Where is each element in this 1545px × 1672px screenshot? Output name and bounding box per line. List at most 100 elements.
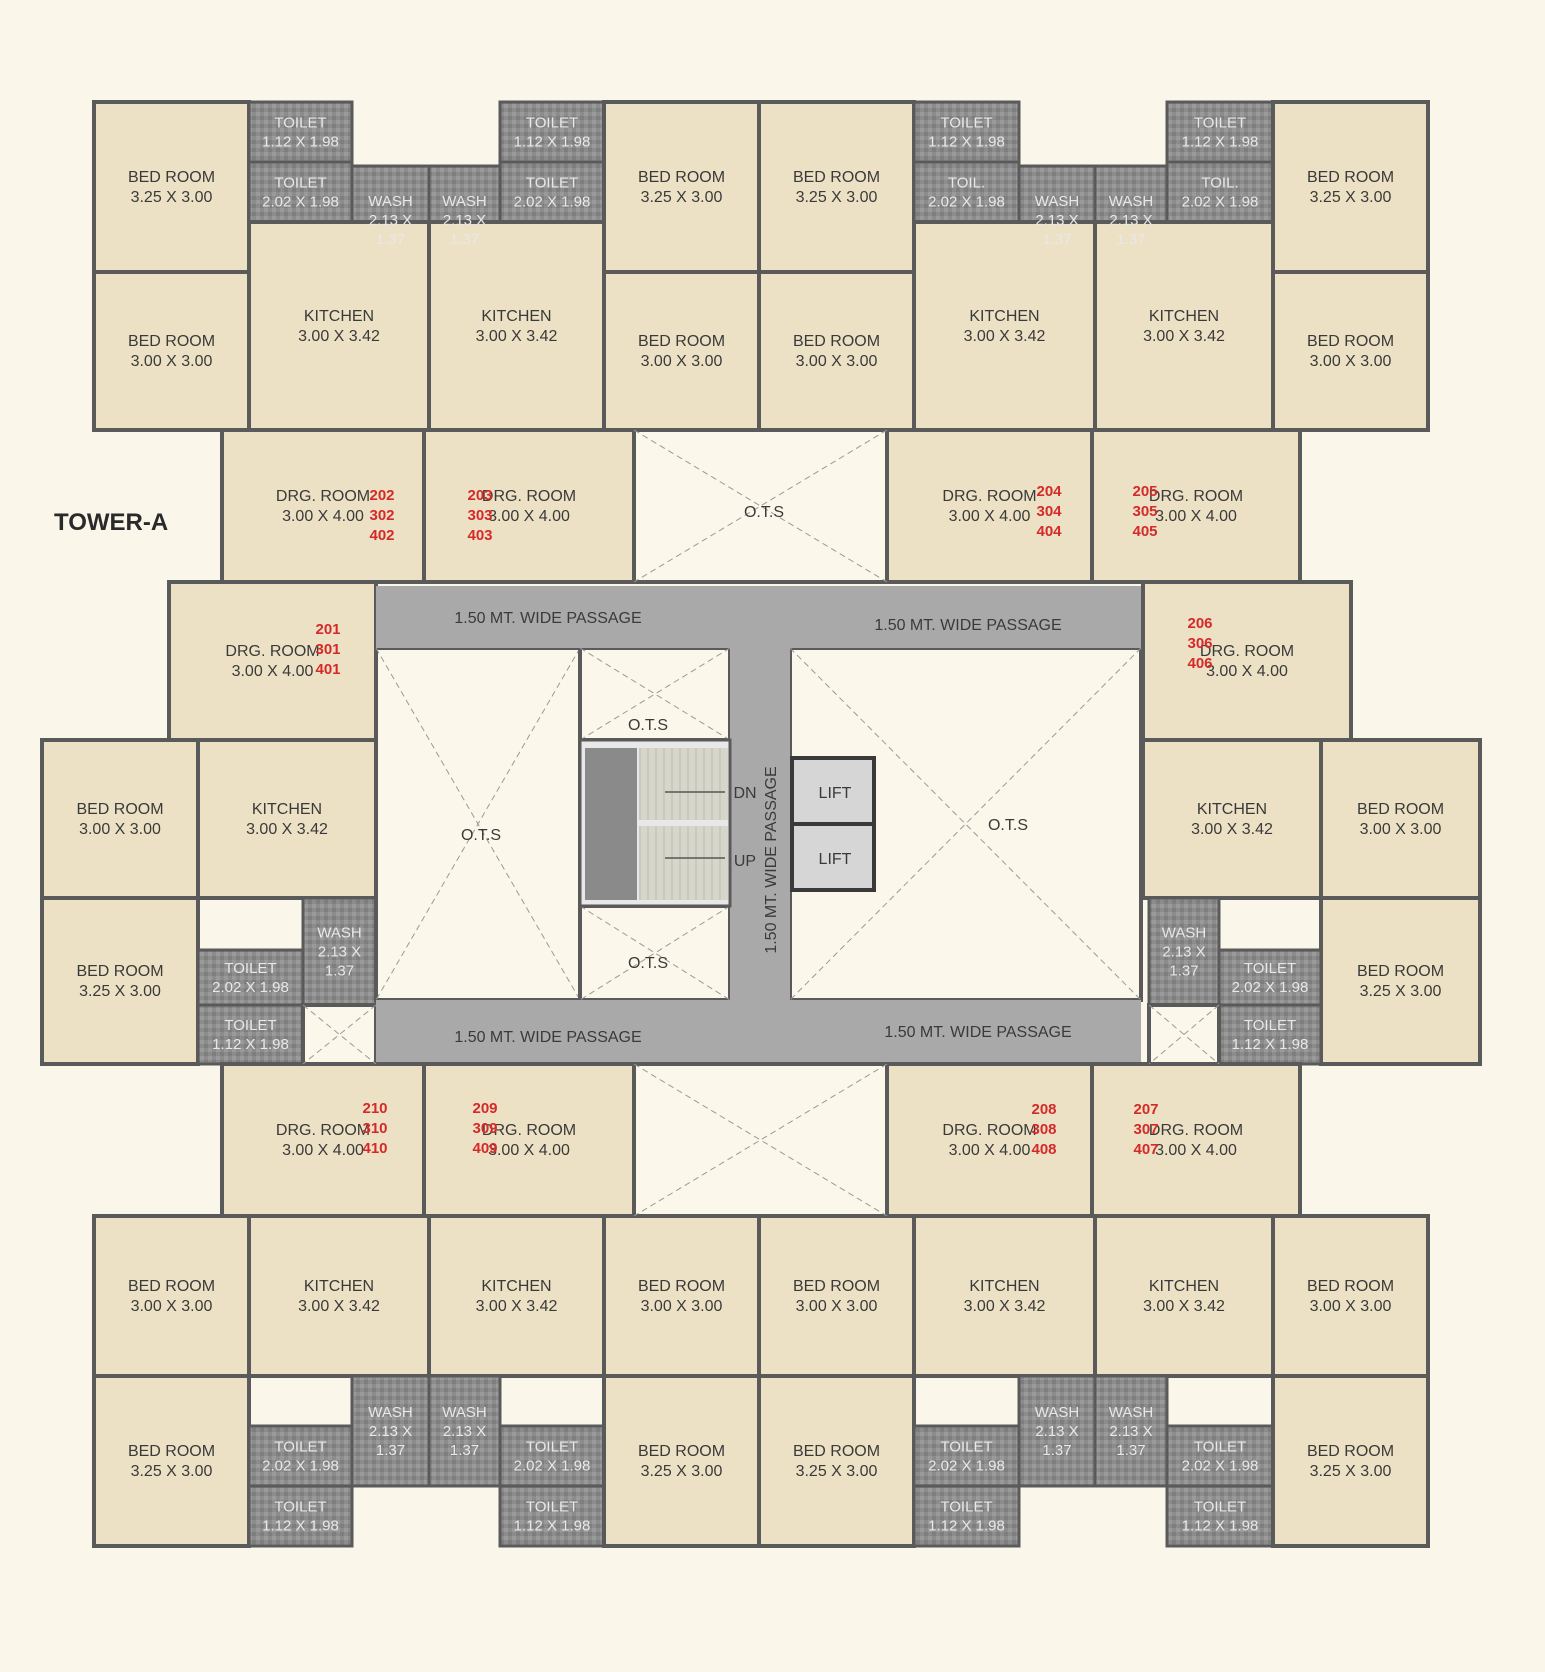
bed-b-room xyxy=(602,1214,761,1378)
ots-diagonal xyxy=(1148,1004,1220,1065)
toilet-s-label-line: 1.12 X 1.98 xyxy=(514,1518,591,1535)
bed-b-label-line: 3.00 X 3.00 xyxy=(131,353,213,370)
kitchen-label-line: KITCHEN xyxy=(481,1278,551,1295)
kitchen-label-line: 3.00 X 3.42 xyxy=(476,1298,558,1315)
bed-a-label-line: 3.25 X 3.00 xyxy=(131,189,213,206)
bed-a-room xyxy=(1319,896,1482,1066)
wash-label-line: 2.13 X xyxy=(1109,212,1152,229)
ots-label-line: O.T.S xyxy=(461,827,501,844)
wash-label-line: WASH xyxy=(1109,193,1153,210)
flat-number-line: 409 xyxy=(472,1140,497,1157)
drg-room xyxy=(885,428,1094,584)
lift-2 xyxy=(790,822,876,892)
drg-label-line: DRG. ROOM xyxy=(942,488,1036,505)
wash-room xyxy=(1017,1374,1097,1488)
kitchen-label-line: KITCHEN xyxy=(481,308,551,325)
kitchen-label: KITCHEN 3.00 X 3.42 xyxy=(476,1278,558,1315)
drg-label-line: 3.00 X 4.00 xyxy=(282,508,364,525)
passage-label-line: 1.50 MT. WIDE PASSAGE xyxy=(884,1024,1071,1041)
flat-number-line: 306 xyxy=(1187,635,1212,652)
drg-room xyxy=(885,1062,1094,1218)
flat-number-line: 310 xyxy=(362,1120,387,1137)
ots-diagonal xyxy=(633,429,888,583)
bed-b-label-line: BED ROOM xyxy=(1307,333,1394,350)
toilet-s-room xyxy=(1165,1484,1275,1548)
stair-dn-label-line: DN xyxy=(733,785,756,802)
flat-number-line: 404 xyxy=(1036,523,1062,540)
bed-a-label-line: BED ROOM xyxy=(638,1443,725,1460)
toilet-l-label-line: TOILET xyxy=(1194,1439,1246,1456)
toilet-l-room xyxy=(1165,1424,1275,1488)
toilet-s-label-line: 1.12 X 1.98 xyxy=(262,134,339,151)
bed-b-room xyxy=(92,270,251,432)
toilet-l-room xyxy=(196,948,305,1007)
kitchen-room xyxy=(427,1214,606,1378)
toilet-s-label-line: TOILET xyxy=(1194,115,1246,132)
wash-label-line: 1.37 xyxy=(1116,231,1145,248)
toil-l-label: TOIL.2.02 X 1.98 xyxy=(1182,175,1259,211)
drg-label-line: 3.00 X 4.00 xyxy=(282,1142,364,1159)
wash-label-line: 1.37 xyxy=(1042,1442,1071,1459)
kitchen-label-line: KITCHEN xyxy=(252,801,322,818)
flat-number-line: 303 xyxy=(467,507,492,524)
drg-label-line: DRG. ROOM xyxy=(276,488,370,505)
passage-label: 1.50 MT. WIDE PASSAGE xyxy=(884,1024,1071,1041)
wash-label-line: 2.13 X xyxy=(1035,1423,1078,1440)
lift-label: LIFT xyxy=(819,851,852,868)
wash-label: WASH 2.13 X 1.37 xyxy=(1035,1404,1079,1459)
stair-up-label: UP xyxy=(734,853,756,870)
flat-number-line: 210 xyxy=(362,1100,387,1117)
passage-label-line: 1.50 MT. WIDE PASSAGE xyxy=(454,1029,641,1046)
toilet-s-room xyxy=(1217,1003,1323,1066)
wash-label-line: WASH xyxy=(368,193,412,210)
kitchen-label-line: 3.00 X 3.42 xyxy=(476,328,558,345)
flat-number-line: 202 xyxy=(369,487,394,504)
ots-label-line: O.T.S xyxy=(744,504,784,521)
wash-label-line: 2.13 X xyxy=(443,1423,486,1440)
kitchen-label-line: 3.00 X 3.42 xyxy=(298,328,380,345)
flat-number-line: 405 xyxy=(1132,523,1157,540)
wash-label-line: WASH xyxy=(1035,1404,1079,1421)
kitchen-room xyxy=(912,1214,1097,1378)
wash-label-line: 2.13 X xyxy=(369,212,412,229)
core-layer xyxy=(301,428,1221,1218)
wash-label: WASH 2.13 X 1.37 xyxy=(1109,193,1153,248)
kitchen-label-line: 3.00 X 3.42 xyxy=(964,328,1046,345)
toilet-s-room xyxy=(196,1003,305,1066)
wash-label-line: 2.13 X xyxy=(443,212,486,229)
toilet-s-label-line: TOILET xyxy=(224,1017,276,1034)
toil-l-label-line: 2.02 X 1.98 xyxy=(1182,194,1259,211)
drg-room xyxy=(1090,1062,1302,1218)
bed-a-room xyxy=(1271,100,1430,274)
ots-label: O.T.S xyxy=(988,817,1028,834)
bed-b-label-line: 3.00 X 3.00 xyxy=(796,1298,878,1315)
flat-number-line: 205 xyxy=(1132,483,1157,500)
toilet-s-room xyxy=(498,100,606,164)
toilet-l-room xyxy=(498,160,606,224)
toilet-l-label-line: TOILET xyxy=(224,960,276,977)
flat-number-line: 408 xyxy=(1031,1141,1056,1158)
wash-label-line: 1.37 xyxy=(450,231,479,248)
lift-label-line: LIFT xyxy=(819,785,852,802)
bed-b-room xyxy=(757,270,916,432)
toilet-l-label-line: TOILET xyxy=(1244,960,1296,977)
ots-diagonal xyxy=(302,1004,377,1065)
bed-b-room xyxy=(1271,270,1430,432)
toilet-l-label-line: 2.02 X 1.98 xyxy=(1232,979,1309,996)
